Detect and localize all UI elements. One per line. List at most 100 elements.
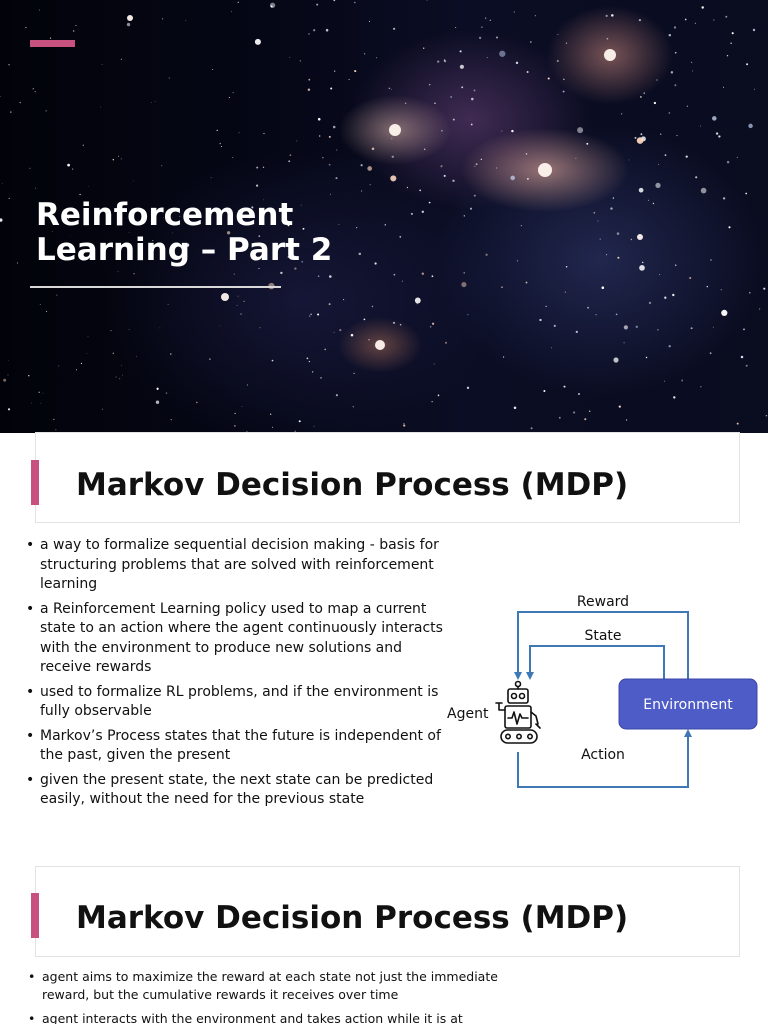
star [513,406,517,410]
star [638,187,644,193]
star [545,305,547,307]
star [689,276,692,280]
star [263,132,265,135]
star [319,135,321,137]
star [712,326,714,328]
star [115,376,117,378]
star [623,325,629,330]
star [352,405,355,408]
star [656,79,658,81]
star [167,303,169,305]
star [287,224,290,227]
star [209,358,211,360]
star [478,36,482,40]
bright-star [389,124,401,136]
list-item: a way to formalize sequential decision m… [26,536,456,595]
star [612,197,615,199]
star [765,414,768,417]
star [231,11,232,13]
star [28,375,30,377]
star [330,87,333,90]
star [578,393,580,395]
star [73,30,75,32]
star [763,287,766,290]
title-underline [30,286,281,288]
star [586,142,589,145]
bright-star [538,163,552,177]
star [748,123,753,129]
star [539,318,542,322]
star [640,133,643,136]
star [481,26,483,28]
star [281,219,284,222]
star [165,392,168,394]
star [75,25,77,26]
star [322,157,324,159]
star [228,96,231,99]
star [112,352,114,354]
star [334,70,336,72]
star [90,251,92,253]
star [101,408,103,410]
star [431,322,435,325]
star [562,90,565,93]
star [615,313,618,316]
star [740,355,744,359]
star [333,331,335,333]
star [572,411,576,414]
star [246,384,248,386]
star [117,155,120,157]
star [316,3,319,6]
star [368,339,370,341]
star [461,282,467,288]
star [695,176,698,179]
star [694,22,696,24]
star [700,125,701,127]
star [431,401,433,403]
star [34,91,36,93]
list-item: agent aims to maximize the reward at eac… [28,968,498,1003]
star [634,136,637,139]
star [133,180,134,182]
star [390,88,392,90]
star [653,101,657,105]
star [367,166,373,171]
star [156,387,159,390]
star [49,37,52,39]
star [294,430,296,432]
star [237,295,239,297]
star [527,178,529,180]
star [515,61,519,65]
star [664,296,667,299]
star [469,207,473,210]
star [745,364,748,367]
star [38,391,40,394]
star [736,156,738,158]
star [391,138,393,140]
star [674,84,677,87]
star [709,352,712,355]
star [610,207,613,210]
star [635,325,638,328]
star [67,217,69,220]
star [463,215,465,217]
star [706,285,709,288]
star [557,34,559,35]
star [155,400,160,404]
star [8,197,10,199]
slide-header-box [35,432,740,523]
star [459,50,462,53]
star [29,167,31,169]
star [461,86,464,89]
star [289,57,291,59]
star [120,158,122,160]
star [401,280,403,282]
star [575,157,577,159]
star [553,324,556,327]
star [623,342,625,344]
star [643,92,645,94]
star [606,254,608,256]
star [75,369,78,371]
star [329,275,332,278]
star [271,359,274,362]
